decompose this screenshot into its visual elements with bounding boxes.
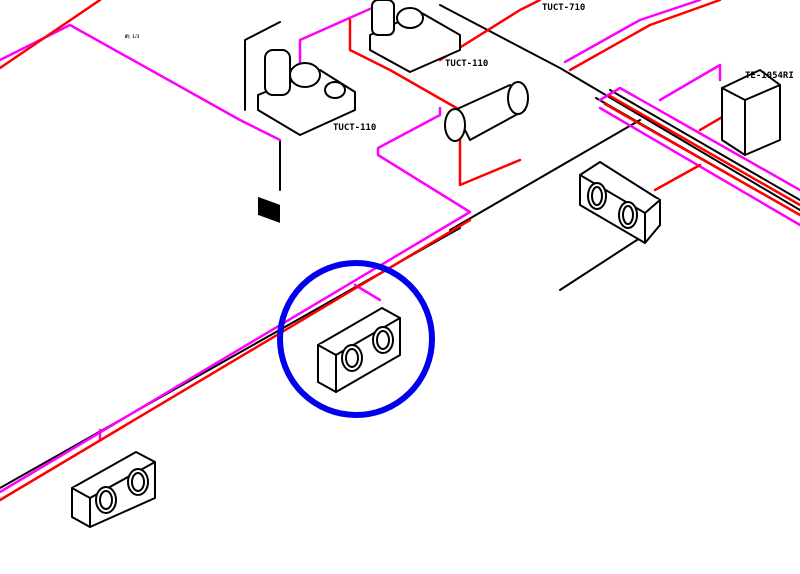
label-tuct-110-b: TUCT-110 [445, 59, 488, 69]
red-pipes [0, 0, 800, 502]
tank [444, 81, 529, 142]
valve-symbol [258, 196, 280, 223]
label-tuct-110-a: TUCT-110 [333, 123, 376, 133]
unit-te [721, 69, 781, 156]
outlet-box-lower [71, 451, 156, 528]
black-lines [0, 4, 800, 489]
black-line-upper [439, 4, 800, 211]
pump-skid-2 [369, 0, 461, 73]
outlet-box-highlighted [317, 307, 401, 393]
magenta-pipes [0, 0, 800, 494]
highlight-circle [277, 260, 435, 418]
outlet-box-right [579, 161, 661, 244]
label-te-1054ri: TE-1054RI [745, 71, 794, 81]
pipe-tag: Ø½ 1/2 [124, 34, 140, 39]
pump-skid-1 [257, 49, 356, 136]
label-tuct-710: TUCT-710 [542, 3, 585, 13]
